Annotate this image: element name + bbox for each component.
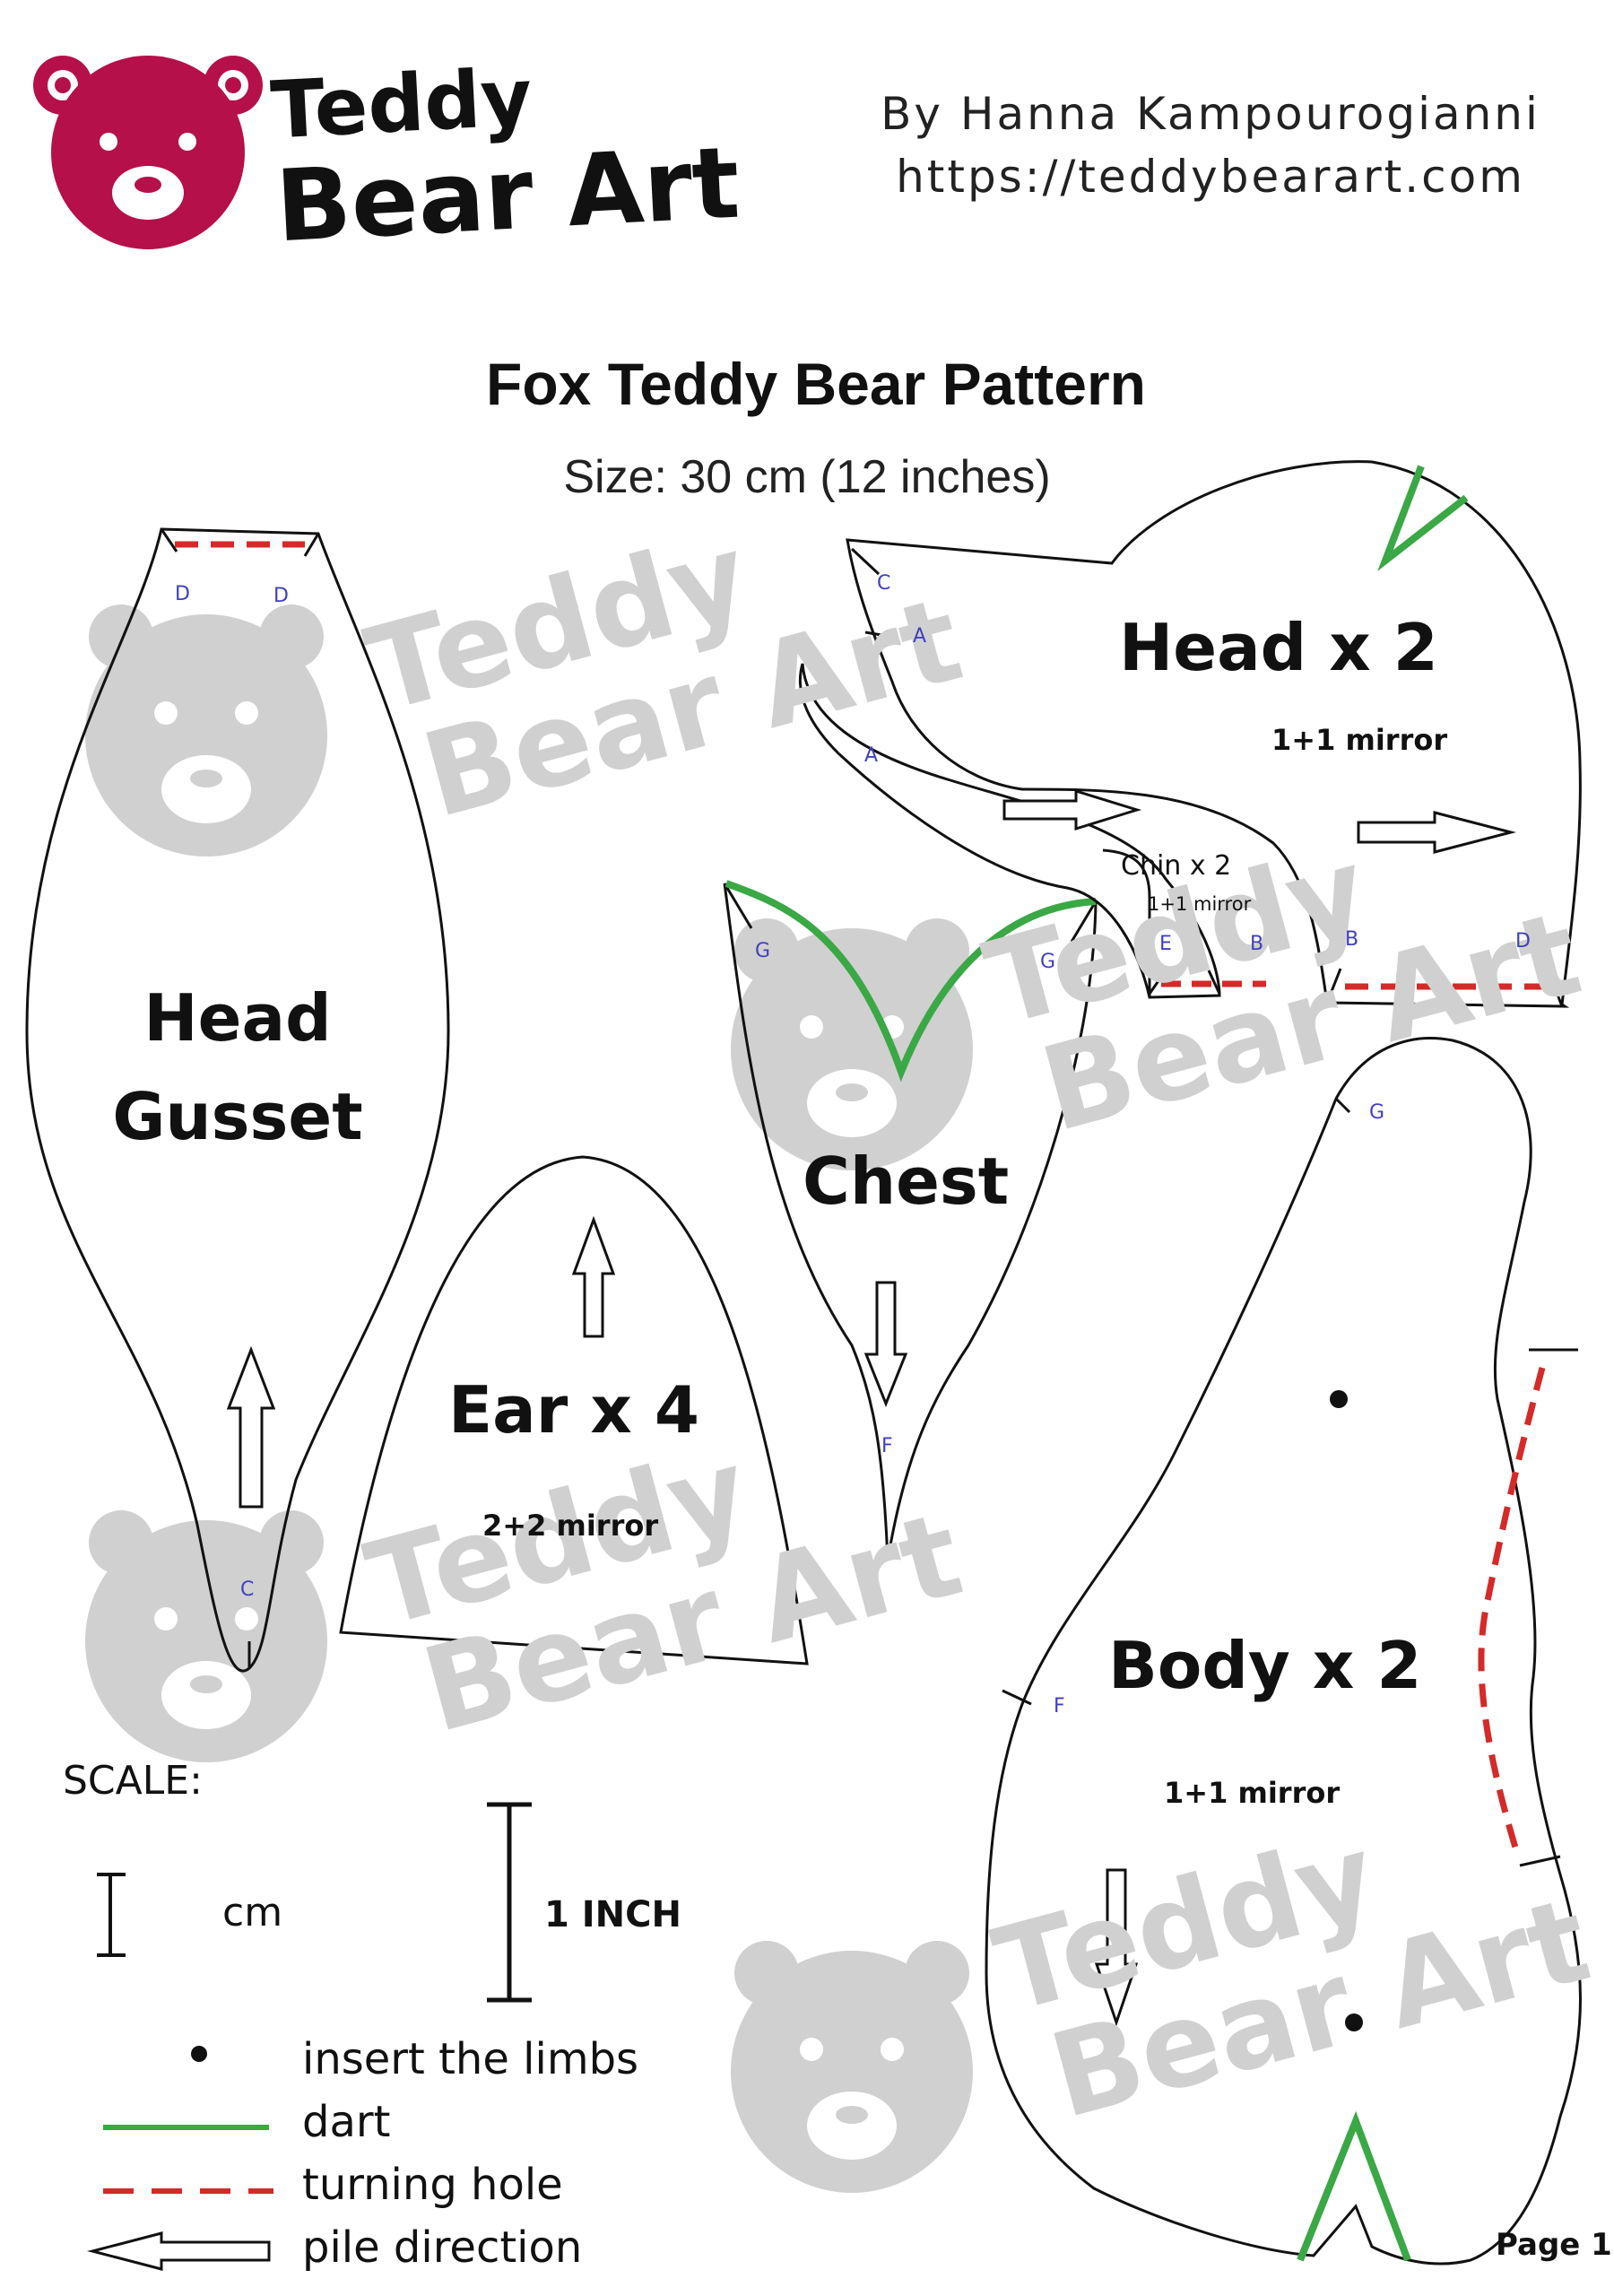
chest-piece <box>723 883 1098 1561</box>
head-piece <box>846 460 1582 1008</box>
ear-qty: 2+2 mirror <box>482 1509 659 1543</box>
scale-title: SCALE: <box>63 1758 203 1804</box>
body-limb-marker <box>1345 2013 1363 2031</box>
teddy-bear-logo-icon <box>33 56 263 249</box>
mark-letter: G <box>755 940 771 962</box>
mark-letter: C <box>877 572 891 595</box>
head-gusset-label: Head Gusset <box>112 980 363 1154</box>
body-turning-hole <box>1478 1367 1546 1849</box>
body-piece <box>985 1037 1582 2266</box>
mark-letter: B <box>1345 928 1359 951</box>
chin-qty: 1+1 mirror <box>1148 893 1252 915</box>
legend-pile-direction: pile direction <box>302 2222 583 2273</box>
watermark-bear-icon <box>85 604 973 2193</box>
head-dart <box>1377 465 1469 571</box>
author-name: By Hanna Kampourogianni <box>881 88 1540 140</box>
mark-letter: C <box>240 1578 255 1601</box>
head-gusset-piece <box>25 527 450 1673</box>
scale-cm-label: cm <box>222 1890 283 1935</box>
logo-title: Teddy Bear Art <box>269 44 742 265</box>
mark-letter: B <box>1250 933 1264 955</box>
scale-cm-bar <box>97 1873 126 1957</box>
chest-label: Chest <box>803 1144 1010 1219</box>
body-qty: 1+1 mirror <box>1164 1776 1341 1810</box>
pile-direction-arrow-icon <box>226 788 1516 2027</box>
legend-insert-limbs: insert the limbs <box>302 2034 639 2084</box>
logo-line-2: Bear Art <box>273 125 742 265</box>
head-qty: 1+1 mirror <box>1271 723 1448 757</box>
mark-letter: D <box>273 585 289 607</box>
chin-piece <box>798 663 1221 999</box>
body-label: Body x 2 <box>1108 1628 1422 1703</box>
legend-pile-arrow-icon <box>87 2231 271 2271</box>
page-number: Page 1 <box>1496 2227 1612 2263</box>
legend-limb-dot-icon <box>191 2046 207 2062</box>
mark-letter: E <box>1159 933 1172 955</box>
mark-letter: F <box>1054 1695 1065 1718</box>
scale-inch-bar <box>487 1802 532 2003</box>
website-link[interactable]: https://teddybearart.com <box>896 151 1525 203</box>
chin-label: Chin x 2 <box>1121 850 1232 882</box>
legend-turning-hole: turning hole <box>302 2160 563 2210</box>
mark-letter: A <box>913 625 927 648</box>
mark-letter: A <box>864 744 879 767</box>
page-title: Fox Teddy Bear Pattern <box>486 351 1146 417</box>
chest-dart <box>725 880 1097 1083</box>
ear-piece <box>339 1155 809 1665</box>
body-dart <box>1297 2110 1411 2262</box>
page-subtitle: Size: 30 cm (12 inches) <box>563 451 1051 503</box>
mark-letter: D <box>1515 930 1531 952</box>
mark-letter: G <box>1369 1101 1385 1124</box>
mark-letter: D <box>175 583 190 605</box>
head-label: Head x 2 <box>1119 610 1438 685</box>
legend-dart: dart <box>302 2097 391 2147</box>
body-limb-marker <box>1330 1390 1348 1408</box>
scale-inch-label: 1 INCH <box>544 1894 681 1935</box>
ear-label: Ear x 4 <box>448 1372 699 1448</box>
mark-letter: F <box>881 1435 893 1457</box>
mark-letter: G <box>1040 951 1056 973</box>
